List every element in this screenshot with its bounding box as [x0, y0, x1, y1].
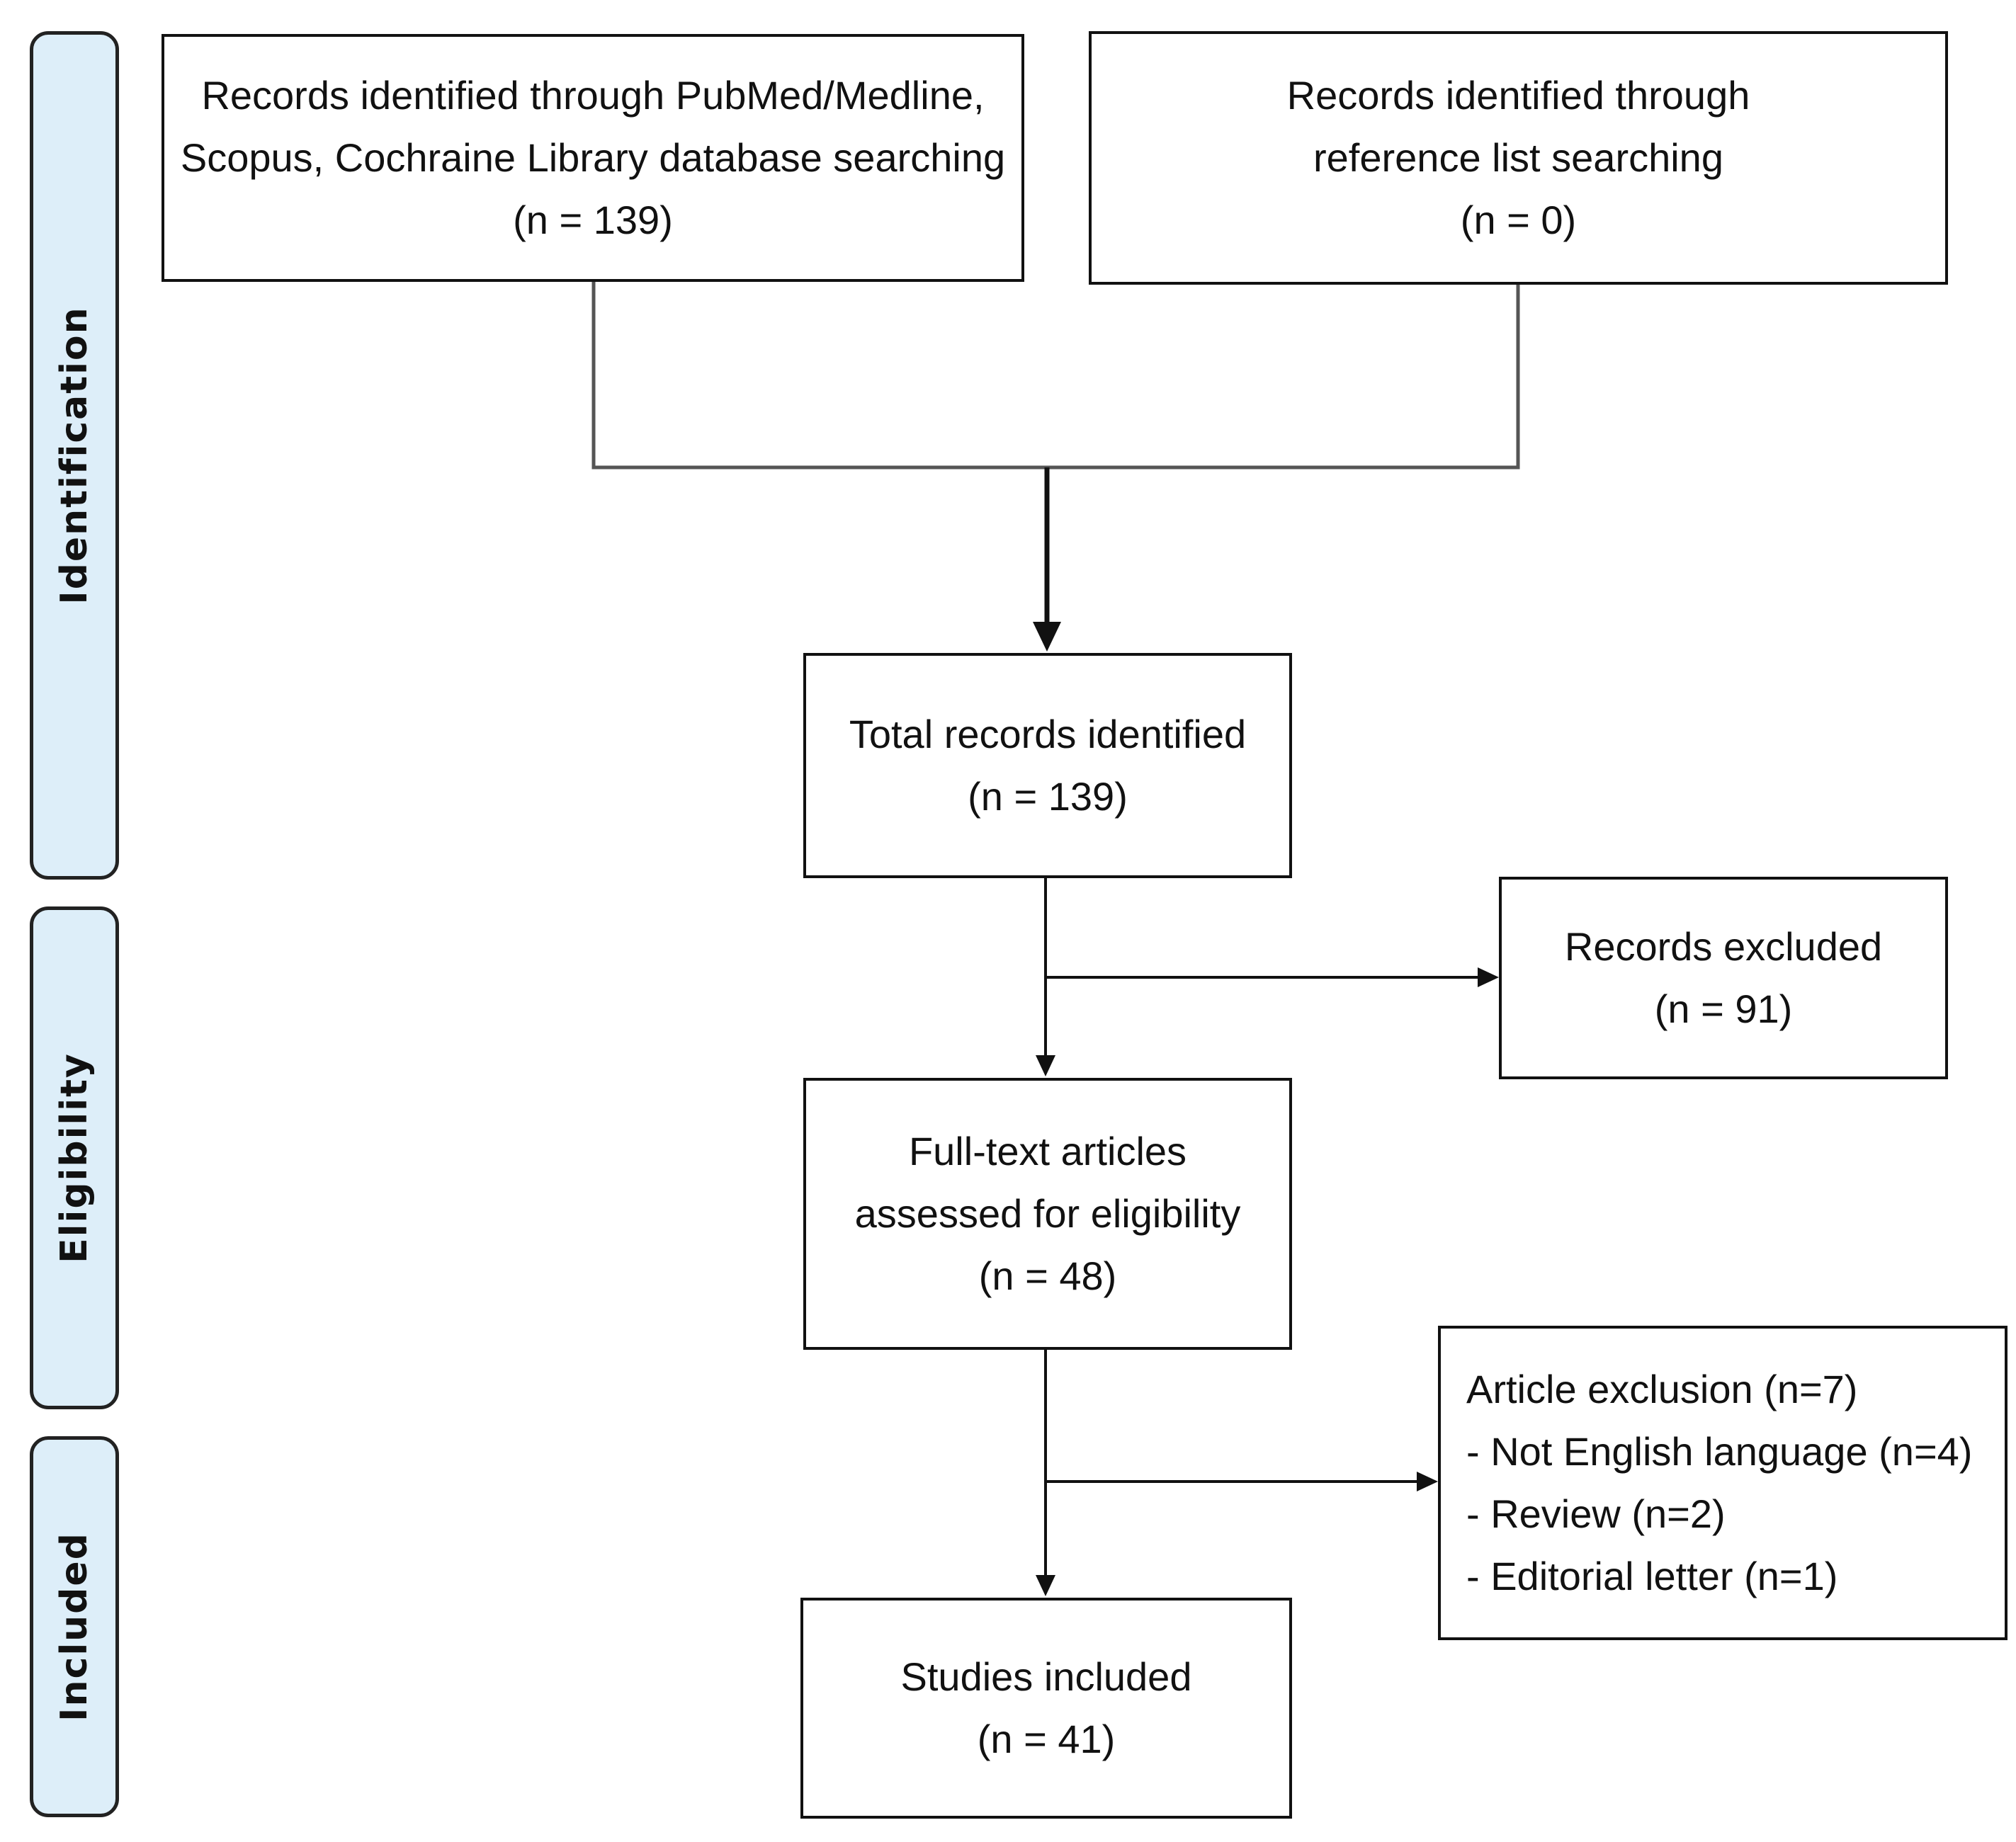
db-search-box: Records identified through PubMed/Medlin… — [162, 34, 1024, 282]
fulltext-box: Full-text articles assessed for eligibil… — [803, 1078, 1292, 1350]
records-excluded-count: (n = 91) — [1654, 987, 1793, 1031]
merge-bracket — [591, 282, 1520, 470]
records-excluded-label: Records excluded — [1564, 924, 1883, 969]
fulltext-line2: assessed for eligibility — [854, 1191, 1241, 1236]
phase-included-label: Included — [53, 1532, 96, 1722]
phase-included: Included — [30, 1436, 119, 1817]
db-search-line1: Records identified through PubMed/Medlin… — [201, 73, 985, 118]
fulltext-line1: Full-text articles — [908, 1129, 1187, 1173]
ref-search-count: (n = 0) — [1460, 198, 1577, 242]
article-exclusion-title: Article exclusion (n=7) — [1466, 1367, 1858, 1411]
studies-included-box: Studies included (n = 41) — [800, 1598, 1292, 1819]
ref-search-line1: Records identified through — [1286, 73, 1750, 118]
article-exclusion-box: Article exclusion (n=7) - Not English la… — [1438, 1326, 2007, 1640]
db-search-line2: Scopus, Cochraine Library database searc… — [180, 135, 1006, 180]
ref-search-line2: reference list searching — [1313, 135, 1723, 180]
exclusion-item: - Not English language (n=4) — [1466, 1429, 1973, 1474]
total-records-count: (n = 139) — [968, 774, 1128, 819]
total-records-label: Total records identified — [849, 712, 1247, 756]
ref-search-box: Records identified through reference lis… — [1089, 31, 1948, 285]
exclusion-item: - Editorial letter (n=1) — [1466, 1554, 1838, 1598]
fulltext-count: (n = 48) — [978, 1253, 1117, 1298]
db-search-count: (n = 139) — [513, 198, 673, 242]
exclusion-item: - Review (n=2) — [1466, 1491, 1726, 1536]
phase-eligibility-label: Eligibility — [53, 1052, 96, 1263]
total-records-box: Total records identified (n = 139) — [803, 653, 1292, 878]
studies-included-label: Studies included — [900, 1654, 1192, 1699]
phase-identification: Identification — [30, 31, 119, 880]
phase-eligibility: Eligibility — [30, 906, 119, 1409]
records-excluded-box: Records excluded (n = 91) — [1499, 877, 1948, 1079]
phase-identification-label: Identification — [53, 306, 96, 605]
studies-included-count: (n = 41) — [977, 1717, 1116, 1761]
